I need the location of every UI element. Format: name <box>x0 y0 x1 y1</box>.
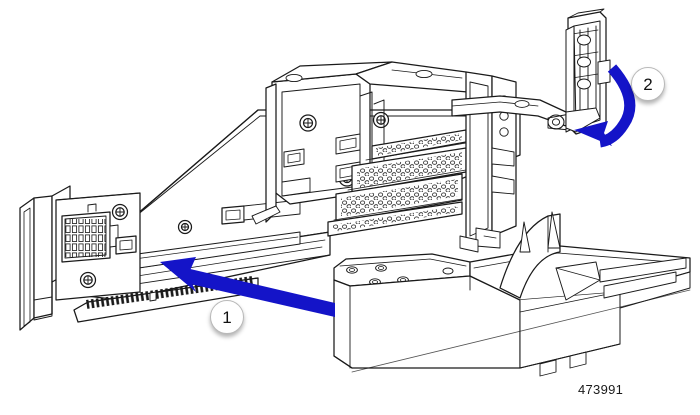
vent-panels <box>327 129 467 237</box>
insertion-arrow <box>160 257 335 317</box>
figure-id-label: 473991 <box>578 382 624 397</box>
faceplate-screws <box>79 203 193 289</box>
callout-1: 1 <box>210 300 244 334</box>
rotation-arrow <box>574 64 636 148</box>
power-connector <box>61 203 119 263</box>
callout-2: 2 <box>631 67 665 101</box>
riser-right-bracket <box>459 71 517 253</box>
pcie-socket-clip <box>251 61 469 225</box>
air-blocker <box>333 211 691 377</box>
